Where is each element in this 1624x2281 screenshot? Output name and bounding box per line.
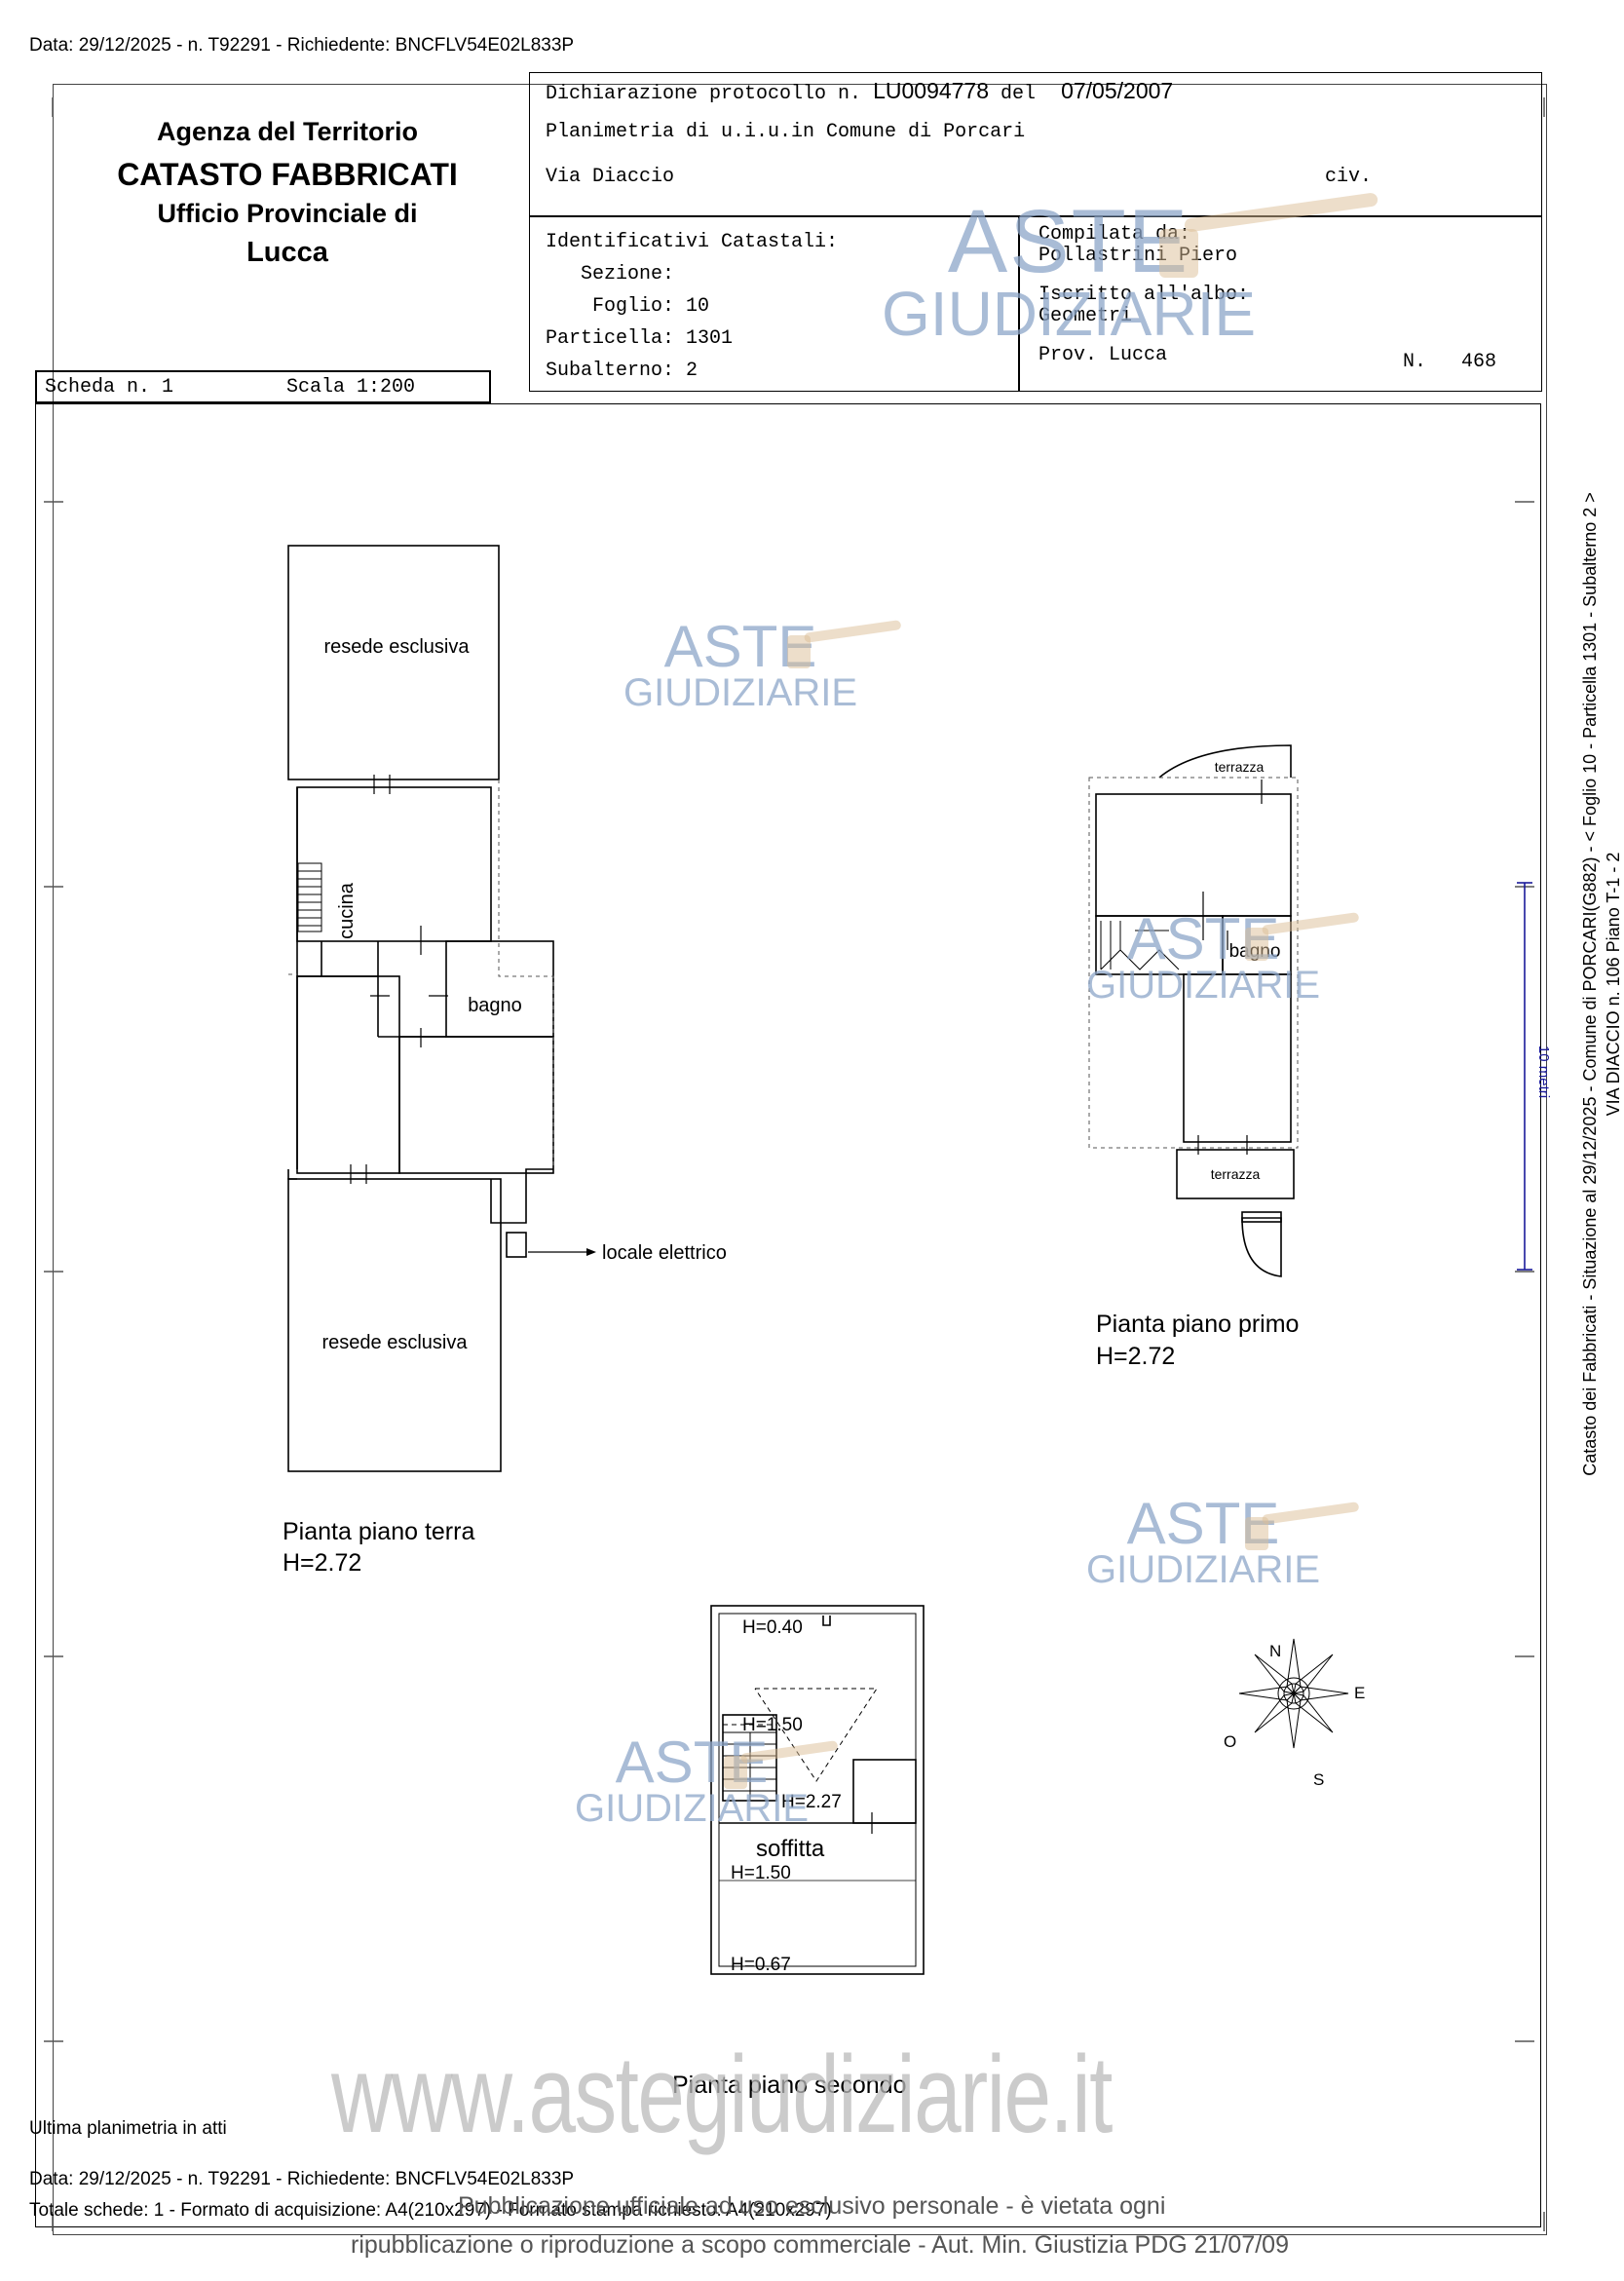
albo-label: Iscritto all'albo:: [1039, 284, 1250, 306]
sezione-label: Sezione:: [581, 263, 675, 285]
watermark-aste: ASTE: [1126, 906, 1280, 971]
primo-height: H=2.72: [1096, 1343, 1175, 1370]
watermark-terra: ASTE GIUDIZIARIE: [623, 614, 858, 714]
albo-n-value: 468: [1461, 351, 1497, 373]
locale-elettrico-label: locale elettrico: [602, 1242, 727, 1264]
primo-terrazza-top-label: terrazza: [1215, 759, 1265, 775]
albo-n-label: N.: [1403, 351, 1427, 373]
del-label: del: [1001, 83, 1037, 105]
locale-elettrico-arrow: [528, 1248, 596, 1256]
compass-o: O: [1224, 1732, 1236, 1751]
footer-publication-1: Pubblicazione ufficiale ad uso esclusivo…: [458, 2192, 1166, 2220]
via-line: Via Diaccio: [546, 166, 675, 188]
terra-door-marks: [350, 775, 448, 1184]
watermark-url: www.astegiudiziarie.it: [331, 2034, 1113, 2155]
primo-terrazza-bottom-label: terrazza: [1211, 1166, 1261, 1182]
watermark-aste: ASTE: [615, 1730, 769, 1795]
watermark-giudiziarie: GIUDIZIARIE: [1086, 1548, 1321, 1591]
side-text-situazione: Catasto dei Fabbricati - Situazione al 2…: [1580, 492, 1600, 1476]
identifiers-block: Identificativi Catastali: Sezione: Fogli…: [546, 226, 838, 387]
watermark-primo: ASTE GIUDIZIARIE: [1086, 906, 1321, 1007]
planimetria-line: Planimetria di u.i.u.in Comune di Porcar…: [546, 121, 1026, 143]
prov-value: Prov. Lucca: [1039, 344, 1168, 366]
side-text-address: VIA DIACCIO n. 106 Piano T-1 - 2: [1604, 852, 1623, 1117]
declaration-box: [529, 72, 1542, 216]
identifiers-box: [529, 216, 1020, 392]
secondo-h2: H=1.50: [742, 1715, 803, 1735]
watermark-secondo: ASTE GIUDIZIARIE: [575, 1730, 810, 1830]
secondo-roof-lines: [723, 1688, 878, 1782]
subalterno-value: Subalterno: 2: [546, 360, 699, 382]
outer-frame: [53, 84, 1547, 2235]
scale-label: Scala 1:200: [286, 376, 416, 399]
frame-ticks: [44, 97, 1545, 2231]
compass-rose: [1238, 1638, 1349, 1749]
watermark-aste: ASTE: [663, 614, 817, 679]
ufficio-city: Lucca: [246, 237, 328, 268]
terra-resede-top-label: resede esclusiva: [324, 636, 471, 658]
foglio-value: Foglio: 10: [592, 295, 710, 318]
primo-dashed-boundary: [1088, 777, 1299, 1149]
scale-bar: [1517, 882, 1532, 1271]
watermark-middle: ASTE GIUDIZIARIE: [1086, 1491, 1321, 1591]
terra-cucina-label: cucina: [336, 882, 358, 939]
plan-piano-primo: [1095, 744, 1295, 1277]
primo-stairs: [1100, 921, 1180, 970]
compass-s: S: [1313, 1770, 1324, 1789]
catasto-title: CATASTO FABBRICATI: [117, 157, 458, 192]
watermark-aste: ASTE: [1126, 1491, 1280, 1556]
footer-publication-2: ripubblicazione o riproduzione a scopo c…: [351, 2231, 1289, 2259]
secondo-h1: H=0.40: [742, 1617, 803, 1638]
watermark-giudiziarie: GIUDIZIARIE: [882, 279, 1257, 350]
terra-height: H=2.72: [283, 1549, 361, 1577]
watermark-giudiziarie: GIUDIZIARIE: [1086, 964, 1321, 1007]
footer-ultima: Ultima planimetria in atti: [29, 2118, 227, 2139]
terra-dashed-boundary: [288, 779, 554, 1169]
drawing-frame: [35, 403, 1541, 2227]
secondo-h5: H=0.67: [731, 1955, 791, 1975]
compiler-label: Compilata da:: [1039, 223, 1191, 246]
compass-n: N: [1269, 1642, 1281, 1660]
terra-title: Pianta piano terra: [283, 1518, 474, 1545]
terra-bagno-label: bagno: [468, 995, 522, 1016]
scheda-box: [35, 370, 491, 403]
albo-number: N. 468: [1403, 351, 1496, 373]
agency-name: Agenza del Territorio: [156, 117, 419, 146]
declaration-line: Dichiarazione protocollo n. LU0094778 de…: [546, 78, 1173, 105]
protocol-date: 07/05/2007: [1061, 78, 1174, 103]
footer-totale: Totale schede: 1 - Formato di acquisizio…: [29, 2200, 832, 2221]
secondo-room-label: soffitta: [756, 1836, 825, 1862]
civ-label: civ.: [1325, 166, 1373, 188]
protocol-number: LU0094778: [873, 78, 990, 103]
watermark-aste: ASTE: [947, 192, 1190, 291]
ufficio-label: Ufficio Provinciale di: [157, 199, 418, 228]
albo-value: Geometri: [1039, 305, 1133, 327]
agency-block: Agenza del Territorio CATASTO FABBRICATI…: [39, 117, 536, 269]
secondo-h3: H=2.27: [781, 1792, 842, 1812]
watermark-header: ASTE GIUDIZIARIE: [882, 192, 1257, 350]
particella-value: Particella: 1301: [546, 327, 734, 350]
identifiers-title: Identificativi Catastali:: [546, 231, 839, 253]
top-data-line: Data: 29/12/2025 - n. T92291 - Richieden…: [29, 35, 575, 56]
secondo-h4: H=1.50: [731, 1863, 791, 1883]
scheda-label: Scheda n. 1: [45, 376, 174, 399]
terra-stairs: [297, 862, 322, 932]
primo-title: Pianta piano primo: [1096, 1311, 1299, 1338]
footer-data: Data: 29/12/2025 - n. T92291 - Richieden…: [29, 2169, 575, 2189]
primo-door-marks: [1197, 779, 1263, 1155]
plan-piano-terra: [287, 545, 554, 1472]
secondo-title: Pianta piano secondo: [672, 2072, 906, 2099]
watermark-giudiziarie: GIUDIZIARIE: [623, 671, 858, 714]
plan-piano-secondo: [710, 1605, 925, 1975]
terra-resede-bottom-label: resede esclusiva: [322, 1332, 469, 1353]
protocol-label: Dichiarazione protocollo n.: [546, 83, 862, 105]
scale-bar-label: 10 metri: [1535, 1045, 1552, 1098]
watermark-giudiziarie: GIUDIZIARIE: [575, 1787, 810, 1830]
compass-e: E: [1354, 1684, 1365, 1702]
